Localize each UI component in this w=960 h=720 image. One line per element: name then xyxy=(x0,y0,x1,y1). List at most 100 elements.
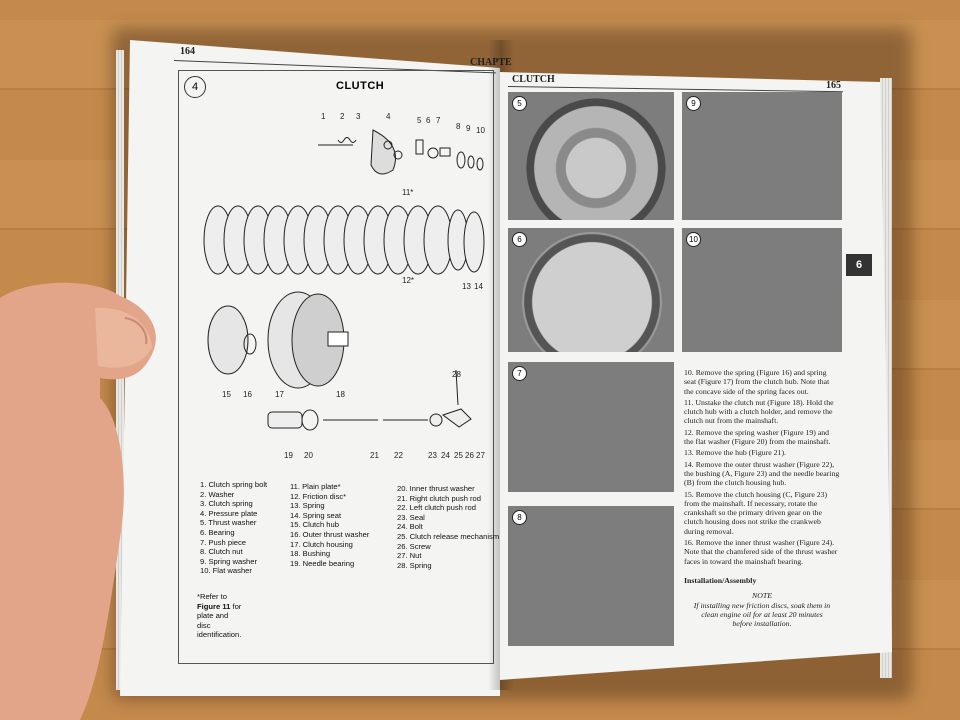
callout-28: 28 xyxy=(452,370,461,379)
callout-20: 20 xyxy=(304,451,313,460)
legend-item: 22. Left clutch push rod xyxy=(397,503,476,513)
instruction-paragraph: 14. Remove the outer thrust washer (Figu… xyxy=(684,459,840,488)
figure-frame xyxy=(178,70,494,664)
legend-item: 1. Clutch spring bolt xyxy=(200,480,268,489)
plate-stack xyxy=(203,205,485,275)
section-subheading: Installation/Assembly xyxy=(684,575,757,585)
legend-item: 20. Inner thrust washer xyxy=(397,484,475,493)
callout-11: 11* xyxy=(402,188,414,197)
callout-25: 25 xyxy=(454,451,463,460)
legend-item: 11. Plain plate* xyxy=(290,482,341,491)
parts-legend-col2: 11. Plain plate* 12. Friction disc* 13. … xyxy=(290,482,369,568)
legend-item: 21. Right clutch push rod xyxy=(397,493,482,503)
clutch-image xyxy=(528,512,664,646)
photo-figure-8: 8 xyxy=(508,506,674,646)
figure-badge: 7 xyxy=(512,366,527,381)
callout-22: 22 xyxy=(394,451,403,460)
legend-item: 17. Clutch housing xyxy=(290,539,353,549)
callout-27: 27 xyxy=(476,451,485,460)
chapter-tab: 6 xyxy=(846,254,872,276)
running-header-right: CLUTCH xyxy=(512,74,555,85)
callout-4: 4 xyxy=(386,112,391,121)
legend-item: 3. Clutch spring xyxy=(200,499,253,509)
legend-item: 8. Clutch nut xyxy=(200,547,243,557)
legend-item: 25. Clutch release mechanism xyxy=(397,531,500,541)
note-title: NOTE xyxy=(752,591,772,601)
callout-26: 26 xyxy=(465,451,474,460)
clutch-image xyxy=(526,366,662,492)
spring-part xyxy=(337,137,357,143)
clutch-exploded-diagram xyxy=(203,129,485,431)
figure-badge: 5 xyxy=(512,96,527,111)
page-number-left: 164 xyxy=(180,46,195,57)
parts-legend-col1: 1. Clutch spring bolt 2. Washer 3. Clutc… xyxy=(200,480,267,576)
callout-15: 15 xyxy=(222,390,231,399)
legend-item: 24. Bolt xyxy=(397,522,423,532)
callout-9: 9 xyxy=(466,124,471,133)
instruction-paragraph: 12. Remove the spring washer (Figure 19)… xyxy=(684,427,831,447)
instruction-paragraph: 11. Unstake the clutch nut (Figure 18). … xyxy=(684,397,834,426)
instruction-paragraph: 10. Remove the spring (Figure 16) and sp… xyxy=(684,368,830,396)
callout-3: 3 xyxy=(356,112,361,121)
running-header-left: CHAPTE xyxy=(470,57,512,68)
legend-item: 15. Clutch hub xyxy=(290,520,339,530)
figure-badge: 9 xyxy=(686,96,701,111)
legend-item: 19. Needle bearing xyxy=(290,558,355,568)
page-number-right: 165 xyxy=(826,80,841,91)
legend-item: 27. Nut xyxy=(397,551,422,561)
callout-18: 18 xyxy=(336,390,345,399)
callout-12: 12* xyxy=(402,276,415,285)
legend-item: 2. Washer xyxy=(200,489,235,499)
clutch-image xyxy=(692,94,822,220)
photo-figure-9: 9 xyxy=(682,92,842,220)
callout-10: 10 xyxy=(476,126,485,135)
thrust-washer-part xyxy=(415,139,424,155)
legend-item: 23. Seal xyxy=(397,512,425,522)
clutch-image xyxy=(522,232,662,352)
figure-badge: 6 xyxy=(512,232,527,247)
callout-17: 17 xyxy=(275,390,284,399)
callout-8: 8 xyxy=(456,122,461,131)
legend-item: 4. Pressure plate xyxy=(200,508,258,518)
instructions-column: 10. Remove the spring (Figure 16) and sp… xyxy=(684,368,840,628)
legend-item: 28. Spring xyxy=(397,560,432,570)
parts-legend-col3: 20. Inner thrust washer 21. Right clutch… xyxy=(397,484,499,570)
photo-figure-7: 7 xyxy=(508,362,674,492)
legend-item: 14. Spring seat xyxy=(290,510,342,520)
callout-6: 6 xyxy=(426,116,431,125)
callout-14: 14 xyxy=(474,282,483,291)
legend-item: 12. Friction disc* xyxy=(290,491,347,501)
push-rod-row xyxy=(267,369,472,431)
footnote: *Refer to Figure 11 for plate and disc i… xyxy=(197,592,242,640)
legend-item: 9. Spring washer xyxy=(200,556,257,566)
instruction-paragraph: 16. Remove the inner thrust washer (Figu… xyxy=(684,538,838,566)
instruction-paragraph: 13. Remove the hub (Figure 21). xyxy=(684,448,786,458)
pressure-plate-part xyxy=(370,129,396,175)
callout-5: 5 xyxy=(417,116,422,125)
legend-item: 26. Screw xyxy=(397,541,431,551)
callout-2: 2 xyxy=(340,112,345,121)
legend-item: 5. Thrust washer xyxy=(200,518,257,528)
photo-figure-6: 6 xyxy=(508,228,674,352)
figure-title: CLUTCH xyxy=(336,80,385,92)
instruction-paragraph: 15. Remove the clutch housing (C, Figure… xyxy=(684,489,828,536)
figure-badge: 10 xyxy=(686,232,701,247)
callout-13: 13 xyxy=(462,282,471,291)
legend-item: 16. Outer thrust washer xyxy=(290,529,370,539)
clutch-image xyxy=(526,98,666,220)
clutch-image xyxy=(694,230,824,352)
photo-figure-10: 10 xyxy=(682,228,842,352)
callout-7: 7 xyxy=(436,116,441,125)
hub-housing xyxy=(207,291,349,389)
hand xyxy=(0,282,156,720)
clutch-nut-part xyxy=(456,151,466,169)
photo-figure-5: 5 xyxy=(508,92,674,220)
callout-24: 24 xyxy=(441,451,450,460)
legend-item: 13. Spring xyxy=(290,501,325,511)
figure-badge: 8 xyxy=(512,510,527,525)
figure-number-circle: 4 xyxy=(184,76,206,98)
callout-1: 1 xyxy=(321,112,326,121)
legend-item: 7. Push piece xyxy=(200,537,247,547)
note-text: If installing new friction discs, soak t… xyxy=(693,600,831,629)
callout-21: 21 xyxy=(370,451,379,460)
